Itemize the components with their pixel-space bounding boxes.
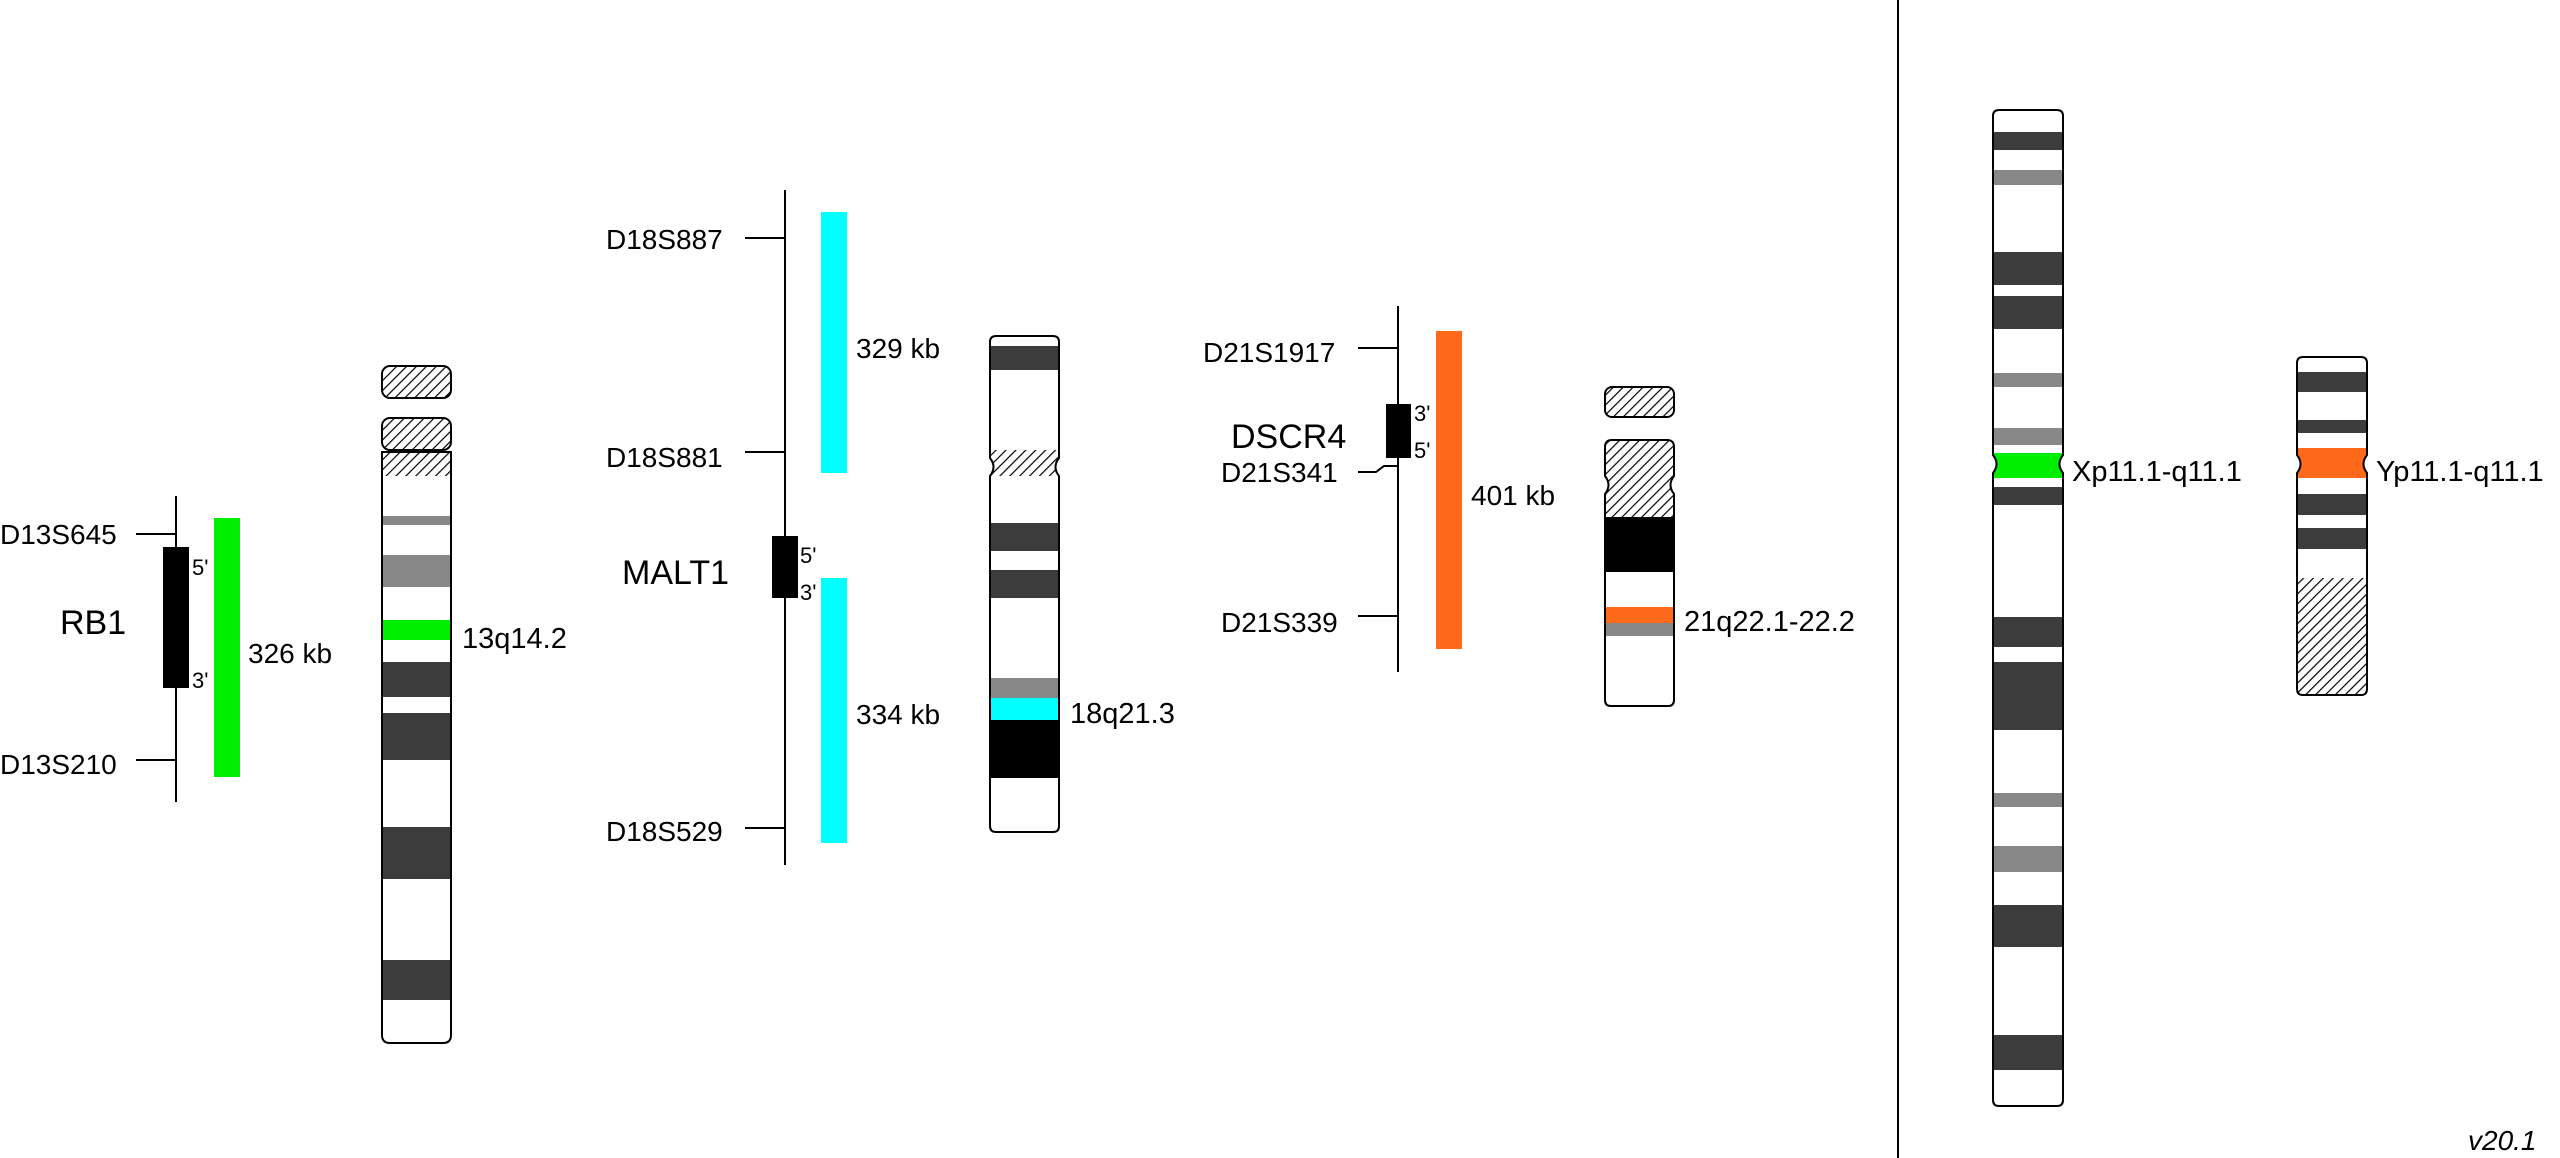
five-prime-label: 5' [1414,438,1430,463]
chromosome-y-ideogram [2296,356,2368,696]
gene-label: DSCR4 [1231,418,1346,456]
panel-malt1: D18S887 D18S881 D18S529 MALT1 5' 3' 329 … [606,190,1175,865]
probe-bar [1436,331,1462,649]
band-label: Xp11.1-q11.1 [2072,456,2242,488]
chromosome-13-ideogram [381,365,452,1044]
probe-signal-band [2297,448,2367,478]
gene-box [163,547,189,688]
marker-label: D21S1917 [1203,337,1335,368]
gene-box [772,536,798,598]
marker-label: D18S881 [606,442,723,473]
marker-label: D21S339 [1221,607,1338,638]
probe-bar [821,578,847,843]
gene-label: RB1 [60,604,126,642]
gene-label: MALT1 [622,554,729,592]
chromosome-18-ideogram [989,335,1060,833]
gene-box [1386,404,1411,458]
version-label: v20.1 [2468,1125,2537,1156]
probe-signal-band [990,698,1059,720]
probe-size-label: 334 kb [856,699,940,730]
five-prime-label: 5' [192,555,208,580]
panel-dscr4: D21S1917 D21S341 D21S339 DSCR4 3' 5' 401… [1203,306,1855,707]
band-label: 18q21.3 [1070,698,1175,730]
probe-signal-band [1605,607,1674,623]
probe-size-label: 329 kb [856,333,940,364]
five-prime-label: 5' [800,543,816,568]
panel-x: Xp11.1-q11.1 [1992,109,2242,1107]
band-label: 21q22.1-22.2 [1684,606,1855,638]
marker-label: D13S210 [0,749,117,780]
panel-rb1: D13S645 D13S210 RB1 5' 3' 326 kb 13q14.2 [0,365,567,1044]
probe-bar [214,518,240,777]
band-label: Yp11.1-q11.1 [2376,456,2544,488]
three-prime-label: 3' [192,668,208,693]
marker-label: D18S887 [606,224,723,255]
marker-tick [1358,465,1398,473]
band-label: 13q14.2 [462,623,567,655]
probe-bar [821,212,847,473]
probe-signal-band [382,620,451,640]
marker-label: D18S529 [606,816,723,847]
three-prime-label: 3' [800,580,816,605]
chromosome-21-ideogram [1604,386,1675,707]
probe-signal-band [1993,453,2063,478]
probe-size-label: 401 kb [1471,480,1555,511]
marker-label: D13S645 [0,519,117,550]
probe-size-label: 326 kb [248,638,332,669]
panel-y: Yp11.1-q11.1 [2296,356,2544,696]
chromosome-x-ideogram [1992,109,2064,1107]
three-prime-label: 3' [1414,401,1430,426]
marker-label: D21S341 [1221,457,1338,488]
